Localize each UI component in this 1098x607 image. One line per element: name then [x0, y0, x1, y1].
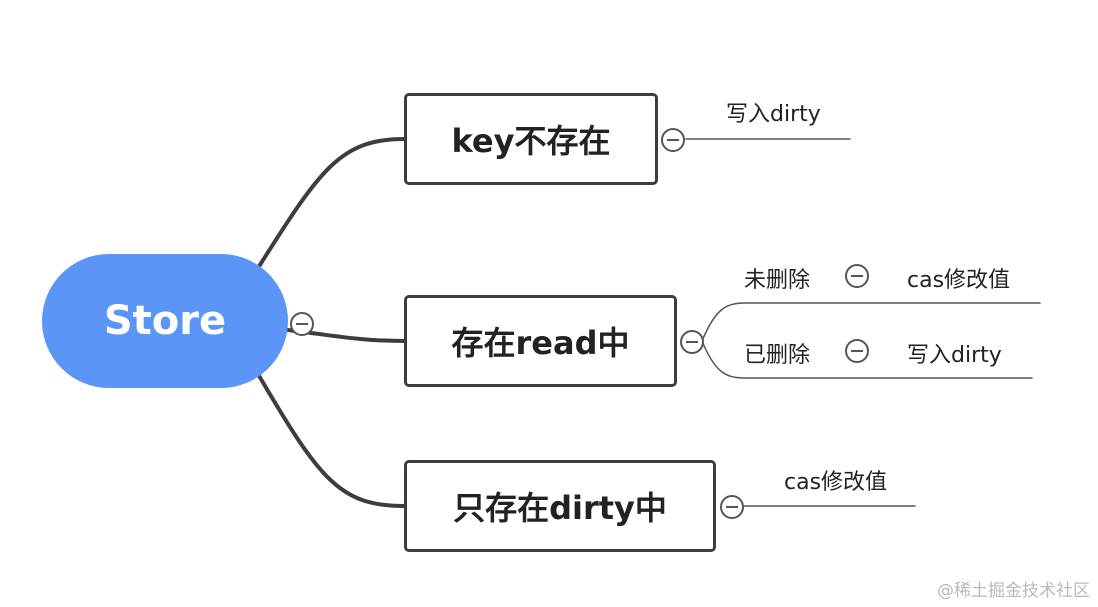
root-node-label: Store: [103, 298, 227, 344]
leaf-node-write-dirty[interactable]: 写入dirty: [726, 102, 821, 127]
leaf-node-write-dirty[interactable]: 写入dirty: [907, 343, 1002, 368]
minus-circle-icon[interactable]: [661, 128, 685, 152]
branch-node-exists-in-read[interactable]: 存在read中: [404, 295, 677, 387]
leaf-node-undeleted[interactable]: 未删除: [744, 268, 811, 293]
leaf-node-deleted[interactable]: 已删除: [744, 343, 811, 368]
leaf-node-cas-modify-value[interactable]: cas修改值: [907, 268, 1011, 293]
minus-circle-icon[interactable]: [845, 339, 869, 363]
leaf-node-cas-modify-value[interactable]: cas修改值: [784, 470, 888, 495]
connector-exists-in-read-deleted: [701, 340, 1033, 379]
connector-root-to-only-in-dirty: [256, 372, 406, 508]
connector-exists-in-read-undeleted: [701, 302, 1041, 342]
minus-circle-icon[interactable]: [720, 495, 744, 519]
branch-node-label: 存在read中: [451, 324, 630, 362]
minus-circle-icon[interactable]: [680, 330, 704, 354]
branch-node-label: 只存在dirty中: [453, 489, 667, 527]
branch-node-only-in-dirty[interactable]: 只存在dirty中: [404, 460, 716, 552]
watermark: @稀土掘金技术社区: [937, 581, 1090, 601]
minus-circle-icon[interactable]: [845, 264, 869, 288]
branch-node-key-not-exist[interactable]: key不存在: [404, 93, 658, 185]
minus-circle-icon[interactable]: [290, 312, 314, 336]
branch-node-label: key不存在: [451, 122, 611, 160]
root-node-store[interactable]: Store: [42, 254, 288, 388]
connector-root-to-key-not-exist: [256, 137, 406, 270]
